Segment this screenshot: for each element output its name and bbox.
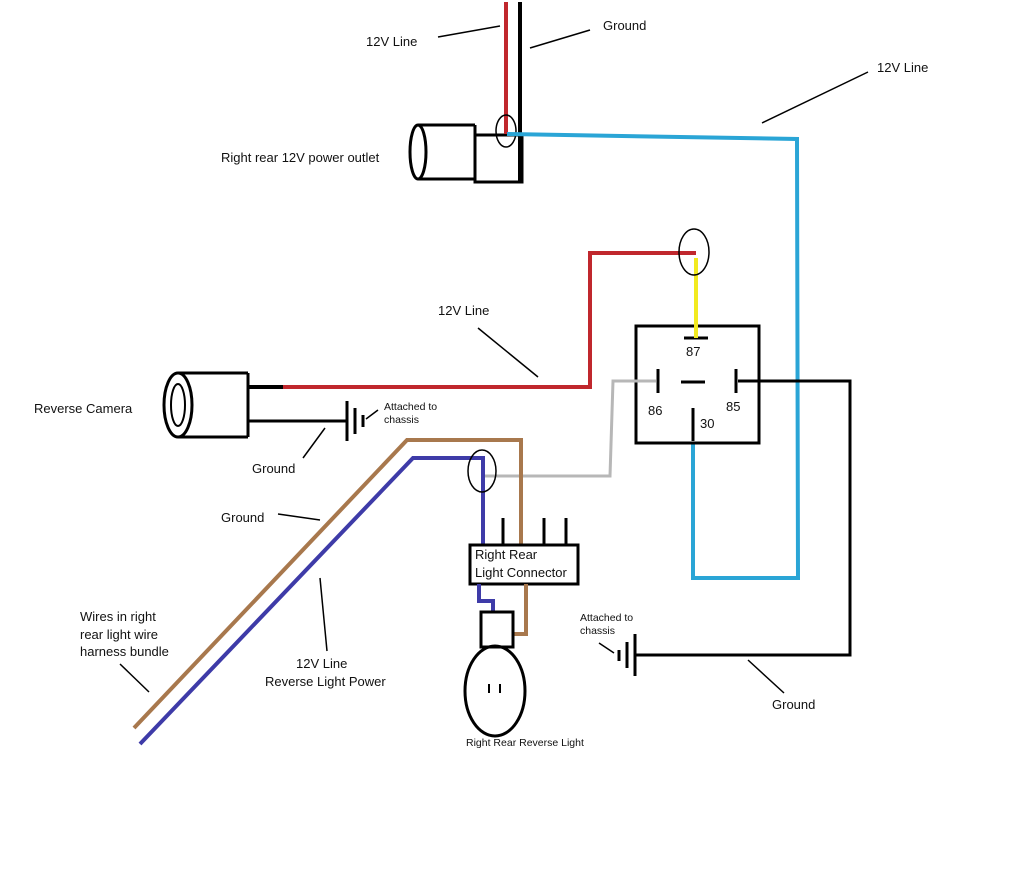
relay-pin-87: 87 [686, 344, 700, 359]
purple-12v-wire [138, 456, 485, 746]
label-camera: Reverse Camera [34, 401, 133, 416]
label-mid-12v: 12V Line [438, 303, 489, 318]
label-camera-ground: Ground [252, 461, 295, 476]
leader-harness-bundle [119, 663, 150, 693]
leader-mid-12v [477, 327, 539, 378]
chassis-ground-symbol-1 [345, 401, 365, 441]
relay-pin-30: 30 [700, 416, 714, 431]
reverse-camera [162, 371, 250, 439]
bulb-brown-wire [511, 584, 528, 636]
brown-ground-wire [132, 438, 523, 730]
label-relay-ground: Ground [772, 697, 815, 712]
connector-junction-circle [467, 449, 497, 493]
gray-wire [484, 379, 656, 478]
label-chassis-2-line1: Attached to [580, 612, 633, 624]
leader-relay-ground [747, 659, 785, 694]
top-junction-circle [495, 114, 517, 148]
reverse-light-bulb [463, 610, 527, 738]
label-harness-ground: Ground [221, 510, 264, 525]
label-top-12v: 12V Line [366, 34, 417, 49]
relay-pin-86: 86 [648, 403, 662, 418]
leader-top-ground [529, 29, 591, 49]
relay-pin-85: 85 [726, 399, 740, 414]
bulb-purple-wire [477, 584, 495, 612]
leader-chassis-2 [598, 642, 615, 654]
leader-reverse-power [319, 577, 328, 652]
relay-junction-circle [678, 228, 710, 276]
label-reverse-power-line2: Reverse Light Power [265, 674, 386, 689]
label-right-12v: 12V Line [877, 60, 928, 75]
leader-right-12v [761, 71, 869, 124]
label-outlet: Right rear 12V power outlet [221, 150, 380, 165]
label-reverse-power-line1: 12V Line [296, 656, 347, 671]
relay-ground-wire [635, 379, 852, 657]
label-harness-bundle-line2: rear light wire [80, 627, 158, 642]
light-connector [468, 518, 580, 586]
chassis-ground-symbol-2 [617, 634, 637, 676]
power-outlet [408, 123, 524, 184]
leader-chassis-1 [365, 409, 379, 420]
leader-camera-ground [302, 427, 326, 459]
label-chassis-1-line1: Attached to [384, 401, 437, 413]
label-reverse-light: Right Rear Reverse Light [466, 737, 584, 749]
connector-label-line2: Light Connector [475, 565, 567, 580]
leader-harness-ground [277, 513, 321, 521]
label-harness-bundle-line1: Wires in right [80, 609, 156, 624]
blue-12v-wire [506, 132, 801, 580]
label-chassis-1-line2: chassis [384, 414, 419, 426]
label-top-ground: Ground [603, 18, 646, 33]
label-chassis-2-line2: chassis [580, 625, 615, 637]
connector-label-line1: Right Rear [475, 547, 538, 562]
camera-red-wire [283, 251, 696, 389]
label-harness-bundle-line3: harness bundle [80, 644, 169, 659]
leader-top-12v [437, 25, 501, 38]
